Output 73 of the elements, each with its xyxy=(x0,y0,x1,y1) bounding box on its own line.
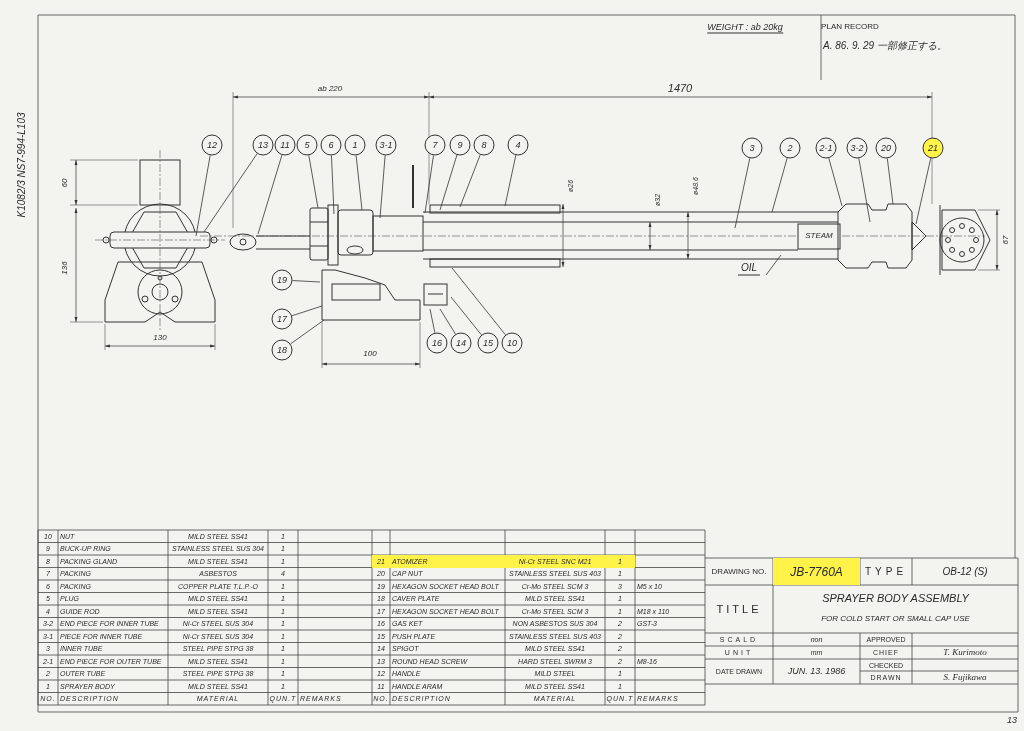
leader-line xyxy=(439,154,458,211)
callout-number: 3-1 xyxy=(375,134,397,156)
leader-line xyxy=(379,155,386,219)
flow-label: OIL xyxy=(737,260,761,276)
callout-number: 20 xyxy=(875,137,897,159)
callout-number: 14 xyxy=(450,332,472,354)
section-heading: PLAN RECORD xyxy=(821,23,879,31)
leader-line xyxy=(424,155,434,214)
callout-number: 1 xyxy=(344,134,366,156)
leader-line xyxy=(450,296,482,336)
callout-number: 5 xyxy=(296,134,318,156)
page-number: 13 xyxy=(1007,715,1017,725)
leader-line xyxy=(308,154,319,209)
drawing-title: SPRAYER BODY ASSEMBLY xyxy=(821,590,971,606)
callout-number: 11 xyxy=(274,134,296,156)
callout-number: 4 xyxy=(507,134,529,156)
leader-line xyxy=(504,154,517,207)
callout-number: 6 xyxy=(320,134,342,156)
leader-line xyxy=(355,155,363,211)
title-block-value: JUN. 13. 1986 xyxy=(786,665,847,678)
dimension-value: 100 xyxy=(363,350,377,358)
weight-note: WEIGHT : ab 20kg xyxy=(707,22,783,34)
callout-number: 15 xyxy=(477,332,499,354)
title-block-label: DRAWING NO. xyxy=(710,565,768,578)
dimension-value: 60 xyxy=(61,178,69,188)
callout-number: 10 xyxy=(501,332,523,354)
dimension-value: 1470 xyxy=(667,82,693,94)
leader-line xyxy=(203,153,258,233)
callout-number: 3-2 xyxy=(846,137,868,159)
callout-number: 19 xyxy=(271,269,293,291)
leader-line xyxy=(439,308,456,335)
revision-note: A. 86. 9. 29 一部修正する。 xyxy=(823,41,947,51)
signature: S. Fujikawa xyxy=(942,671,988,684)
callout-number: 2-1 xyxy=(815,137,837,159)
leader-line xyxy=(886,158,894,205)
dimension-value: 136 xyxy=(61,261,69,275)
leader-line xyxy=(257,154,283,235)
title-block-label: TITLE xyxy=(715,601,763,617)
leader-line xyxy=(765,254,782,276)
callout-number: 17 xyxy=(271,308,293,330)
leader-line xyxy=(290,319,325,345)
leader-line xyxy=(915,157,932,225)
margin-note: K1082/3 NS7-994-L103 xyxy=(17,112,27,218)
dimension-value: ab 220 xyxy=(317,85,343,93)
leader-line xyxy=(734,157,751,229)
title-block-label: TYPE xyxy=(863,564,909,579)
signature: T. Kurimoto xyxy=(942,646,988,659)
callout-number: 12 xyxy=(201,134,223,156)
leader-line xyxy=(459,154,481,208)
callout-number: 21 xyxy=(922,137,944,159)
callout-number: 18 xyxy=(271,339,293,361)
callout-number: 8 xyxy=(473,134,495,156)
leader-line xyxy=(331,155,335,215)
callout-number: 9 xyxy=(449,134,471,156)
leader-line xyxy=(858,157,871,223)
leader-line xyxy=(451,267,506,336)
callout-number: 3 xyxy=(741,137,763,159)
callout-number: 7 xyxy=(424,134,446,156)
leader-line xyxy=(291,305,323,317)
leader-line xyxy=(771,157,788,213)
callout-number: 16 xyxy=(426,332,448,354)
leader-line xyxy=(292,280,321,283)
leader-line xyxy=(429,308,436,334)
dimension-value: 130 xyxy=(153,334,167,342)
callout-number: 2 xyxy=(779,137,801,159)
drawing-subtitle: FOR COLD START OR SMALL CAP USE xyxy=(820,613,971,625)
flow-label: STEAM xyxy=(805,232,833,240)
callout-number: 13 xyxy=(252,134,274,156)
dimension-value: 67 xyxy=(1002,235,1010,245)
drawing-number: JB-7760A xyxy=(773,558,860,585)
leader-line xyxy=(195,154,211,237)
title-block-value: OB-12 (S) xyxy=(941,564,989,579)
leader-line xyxy=(828,157,843,207)
